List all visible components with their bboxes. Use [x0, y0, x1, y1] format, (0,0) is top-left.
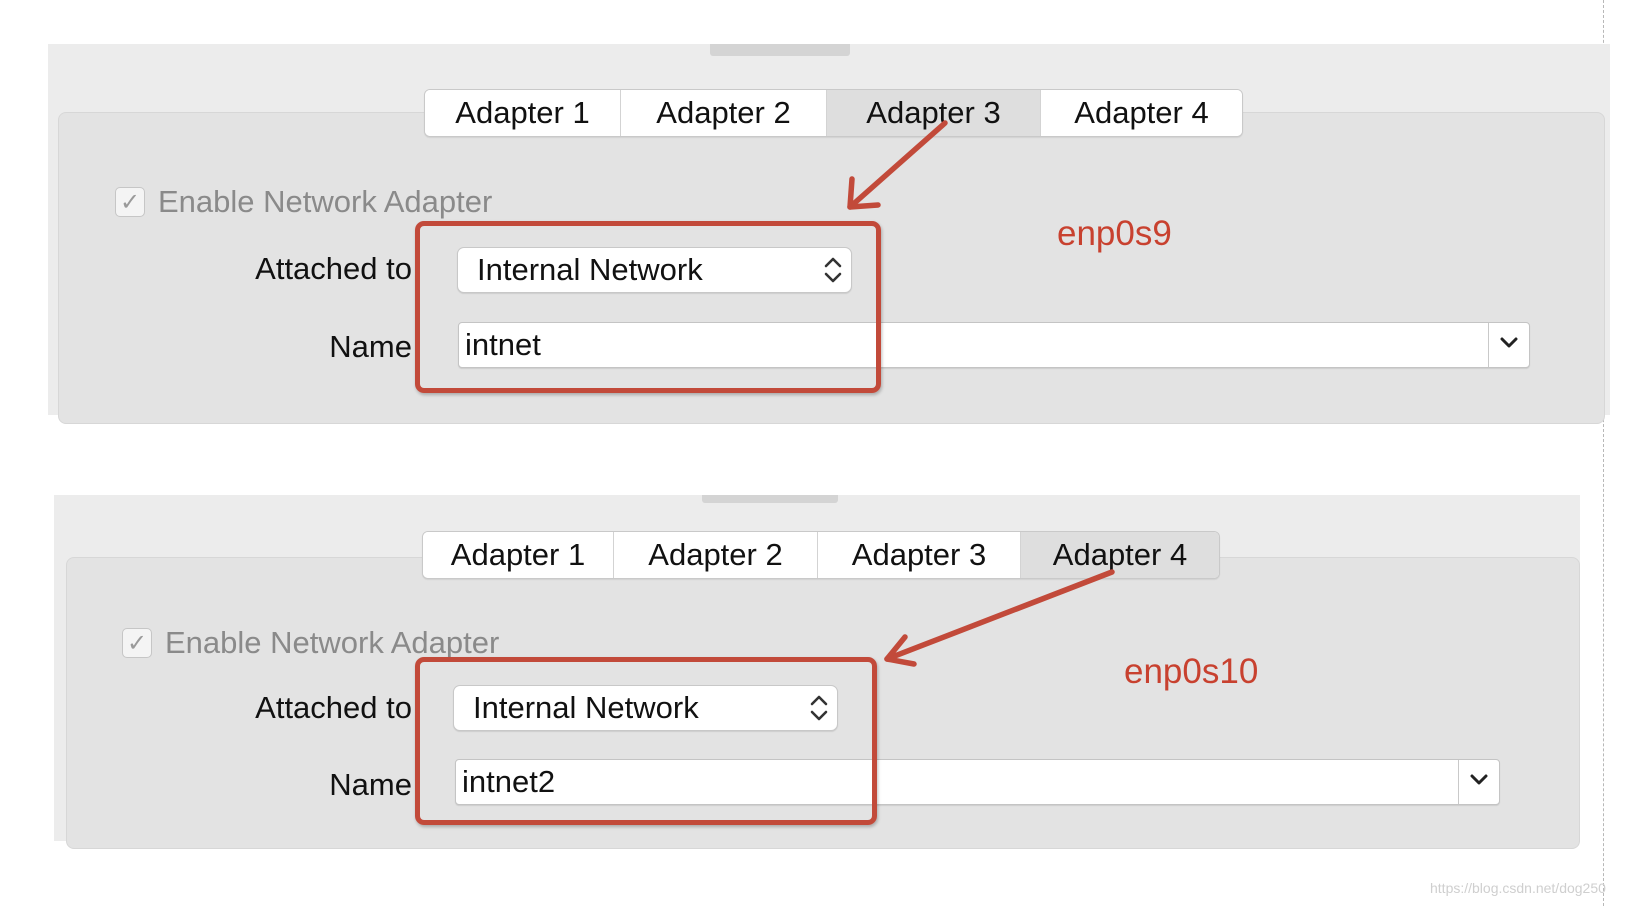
adapter-tab-bar: Adapter 1 Adapter 2 Adapter 3 Adapter 4 — [424, 89, 1243, 137]
name-label: Name — [329, 329, 412, 364]
tab-adapter-3[interactable]: Adapter 3 — [827, 90, 1041, 136]
enable-adapter-label: Enable Network Adapter — [158, 184, 493, 219]
tab-adapter-3[interactable]: Adapter 3 — [818, 532, 1021, 578]
adapter-tab-bar: Adapter 1 Adapter 2 Adapter 3 Adapter 4 — [422, 531, 1220, 579]
tab-adapter-1[interactable]: Adapter 1 — [423, 532, 614, 578]
name-combo-input[interactable]: intnet — [458, 322, 1530, 368]
name-combo-input[interactable]: intnet2 — [455, 759, 1500, 805]
checkmark-icon[interactable]: ✓ — [122, 628, 152, 658]
chevron-down-icon — [1470, 774, 1488, 785]
interface-annotation-label: enp0s10 — [1124, 652, 1259, 691]
tab-adapter-2[interactable]: Adapter 2 — [614, 532, 818, 578]
up-down-chevron-icon — [810, 695, 828, 721]
attached-to-label: Attached to — [255, 251, 412, 286]
enable-adapter-label: Enable Network Adapter — [165, 625, 500, 660]
up-down-chevron-icon — [824, 257, 842, 283]
attached-to-value: Internal Network — [477, 252, 703, 287]
checkmark-icon[interactable]: ✓ — [115, 187, 145, 217]
attached-to-select[interactable]: Internal Network — [457, 247, 852, 293]
panel-grip — [702, 495, 838, 503]
tab-adapter-1[interactable]: Adapter 1 — [425, 90, 621, 136]
highlight-box-annotation — [415, 221, 881, 393]
panel-grip — [710, 44, 850, 56]
tab-adapter-4[interactable]: Adapter 4 — [1021, 532, 1219, 578]
enable-adapter-row: ✓ Enable Network Adapter — [122, 625, 499, 661]
attached-to-label: Attached to — [255, 690, 412, 725]
name-dropdown-button[interactable] — [1458, 760, 1499, 804]
red-arrow-annotation — [847, 120, 948, 210]
tab-adapter-2[interactable]: Adapter 2 — [621, 90, 827, 136]
enable-adapter-row: ✓ Enable Network Adapter — [115, 184, 492, 220]
interface-annotation-label: enp0s9 — [1057, 214, 1172, 253]
chevron-down-icon — [1500, 337, 1518, 348]
page-edge-guide — [1603, 0, 1604, 906]
name-label: Name — [329, 767, 412, 802]
highlight-box-annotation — [415, 657, 877, 825]
watermark-text: https://blog.csdn.net/dog250 — [1430, 880, 1606, 896]
name-dropdown-button[interactable] — [1488, 323, 1529, 367]
attached-to-select[interactable]: Internal Network — [453, 685, 838, 731]
name-value: intnet2 — [462, 764, 556, 799]
attached-to-value: Internal Network — [473, 690, 699, 725]
red-arrow-annotation — [884, 569, 1115, 667]
tab-adapter-4[interactable]: Adapter 4 — [1041, 90, 1242, 136]
name-value: intnet — [465, 327, 541, 362]
